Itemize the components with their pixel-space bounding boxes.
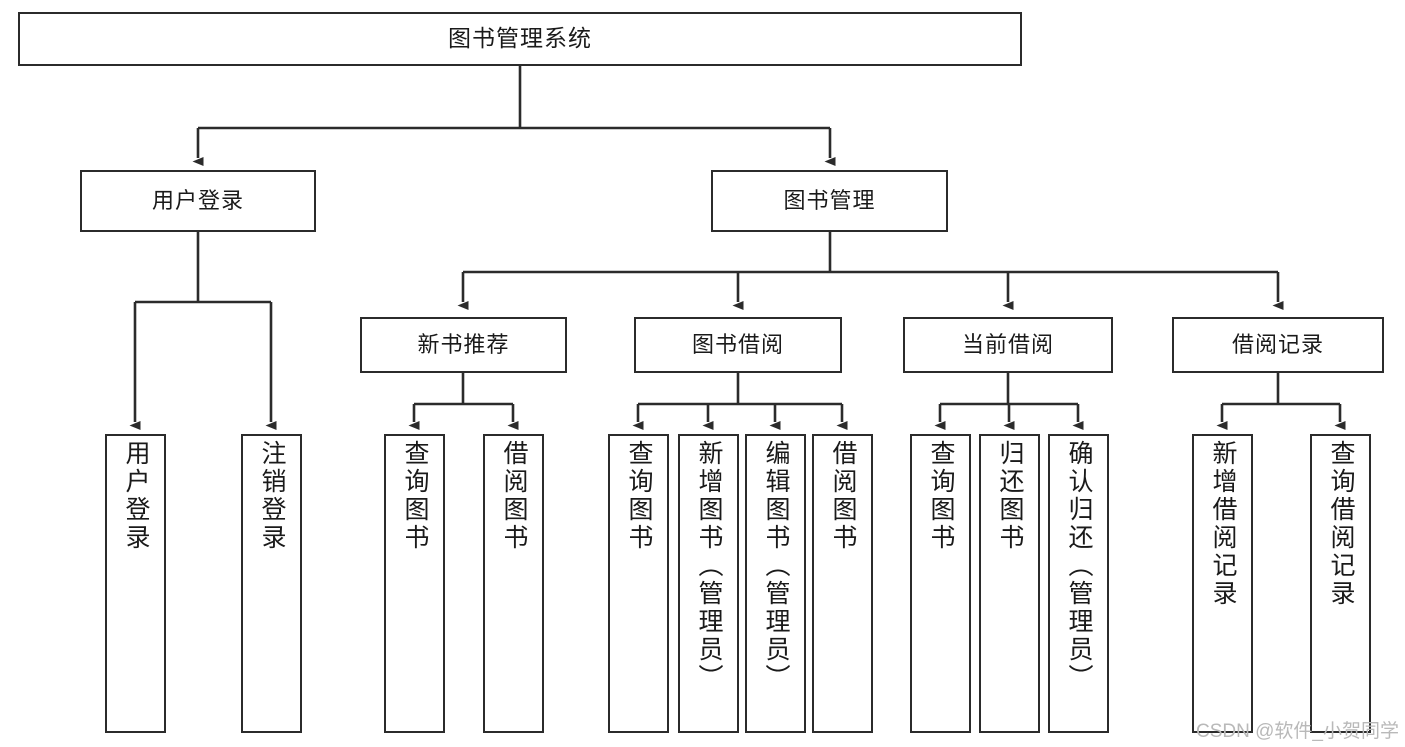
node-leaf-confirm-return[interactable]: 确认归还（管理员） bbox=[1048, 434, 1109, 733]
node-leaf-borrow-book-2[interactable]: 借阅图书 bbox=[812, 434, 873, 733]
node-leaf-query-book-2-label: 查询图书 bbox=[625, 440, 653, 552]
watermark-credit: CSDN @软件_小贺同学 bbox=[1196, 721, 1399, 742]
node-current-borrow-label: 当前借阅 bbox=[961, 332, 1054, 358]
node-leaf-borrow-book-2-label: 借阅图书 bbox=[829, 440, 857, 552]
node-leaf-edit-book-label: 编辑图书（管理员） bbox=[762, 440, 790, 692]
node-user-login-label: 用户登录 bbox=[151, 188, 244, 214]
node-user-login[interactable]: 用户登录 bbox=[80, 170, 316, 232]
node-leaf-logout-login-label: 注销登录 bbox=[258, 440, 286, 552]
node-book-manage-label: 图书管理 bbox=[783, 188, 876, 214]
node-leaf-query-borrow-record[interactable]: 查询借阅记录 bbox=[1310, 434, 1371, 733]
node-leaf-query-book-1-label: 查询图书 bbox=[401, 440, 429, 552]
node-leaf-add-borrow-record[interactable]: 新增借阅记录 bbox=[1192, 434, 1253, 733]
node-leaf-query-book-3[interactable]: 查询图书 bbox=[910, 434, 971, 733]
node-current-borrow[interactable]: 当前借阅 bbox=[903, 317, 1113, 373]
node-leaf-user-login[interactable]: 用户登录 bbox=[105, 434, 166, 733]
node-leaf-query-book-3-label: 查询图书 bbox=[927, 440, 955, 552]
node-new-book-recommend-label: 新书推荐 bbox=[417, 332, 510, 358]
node-leaf-add-book[interactable]: 新增图书（管理员） bbox=[678, 434, 739, 733]
node-root-system-label: 图书管理系统 bbox=[448, 25, 592, 52]
node-leaf-logout-login[interactable]: 注销登录 bbox=[241, 434, 302, 733]
node-leaf-confirm-return-label: 确认归还（管理员） bbox=[1065, 440, 1093, 692]
node-leaf-user-login-label: 用户登录 bbox=[122, 440, 150, 552]
node-leaf-borrow-book-1-label: 借阅图书 bbox=[500, 440, 528, 552]
node-book-borrow[interactable]: 图书借阅 bbox=[634, 317, 842, 373]
node-leaf-add-borrow-record-label: 新增借阅记录 bbox=[1209, 440, 1237, 608]
node-leaf-borrow-book-1[interactable]: 借阅图书 bbox=[483, 434, 544, 733]
node-book-manage[interactable]: 图书管理 bbox=[711, 170, 948, 232]
node-leaf-add-book-label: 新增图书（管理员） bbox=[695, 440, 723, 692]
node-leaf-query-book-2[interactable]: 查询图书 bbox=[608, 434, 669, 733]
node-leaf-query-borrow-record-label: 查询借阅记录 bbox=[1327, 440, 1355, 608]
node-root-system[interactable]: 图书管理系统 bbox=[18, 12, 1022, 66]
node-leaf-return-book[interactable]: 归还图书 bbox=[979, 434, 1040, 733]
node-leaf-query-book-1[interactable]: 查询图书 bbox=[384, 434, 445, 733]
node-leaf-edit-book[interactable]: 编辑图书（管理员） bbox=[745, 434, 806, 733]
node-book-borrow-label: 图书借阅 bbox=[691, 332, 784, 358]
node-new-book-recommend[interactable]: 新书推荐 bbox=[360, 317, 567, 373]
node-borrow-record[interactable]: 借阅记录 bbox=[1172, 317, 1384, 373]
node-borrow-record-label: 借阅记录 bbox=[1231, 332, 1324, 358]
node-leaf-return-book-label: 归还图书 bbox=[996, 440, 1024, 552]
